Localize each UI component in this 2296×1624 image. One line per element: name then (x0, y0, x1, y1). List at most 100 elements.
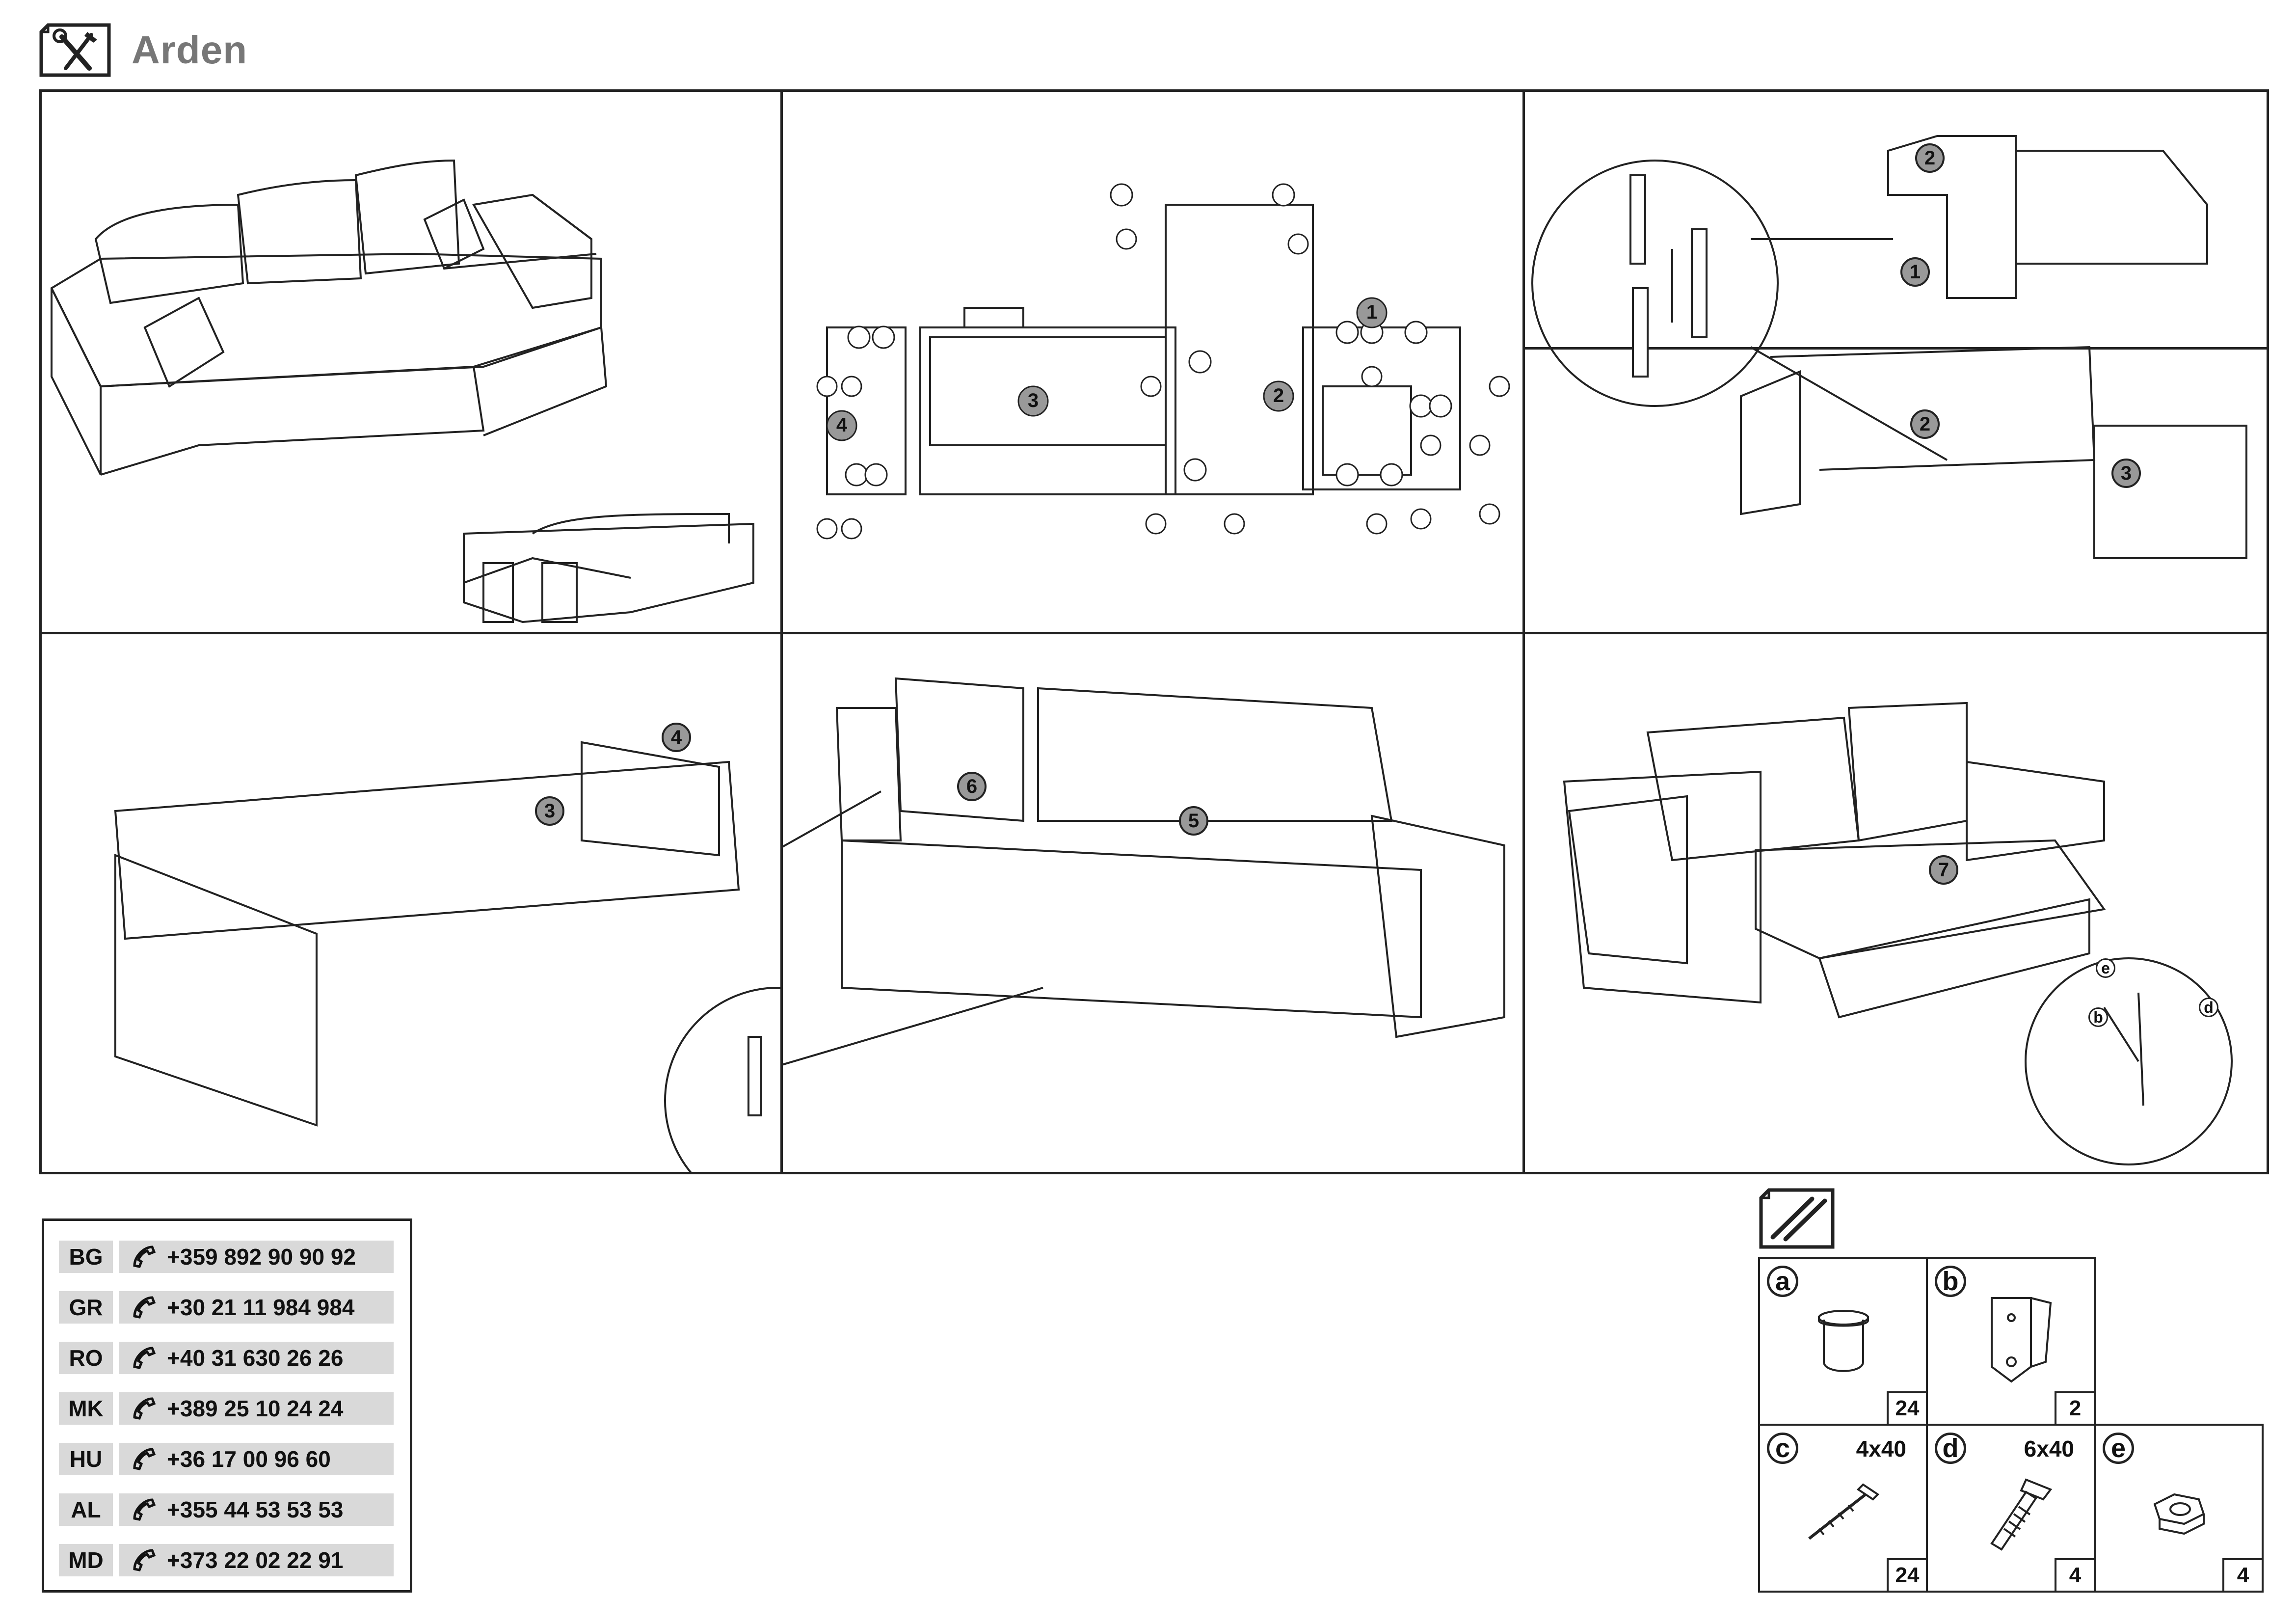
phone-cell: +30 21 11 984 984 (119, 1291, 394, 1324)
part-badge: 3 (2111, 459, 2141, 488)
part-quantity: 24 (1887, 1558, 1928, 1593)
part-badge: 2 (1915, 143, 1945, 173)
phone-number: +359 892 90 90 92 (167, 1244, 356, 1270)
part-badge: 7 (1929, 855, 1958, 885)
bolt-icon (1990, 1478, 2053, 1551)
part-number: 5 (1188, 810, 1200, 832)
step-6-panel (1525, 634, 2267, 1174)
part-label: 2 (1273, 385, 1284, 406)
hardware-callout: e (2096, 958, 2115, 978)
part-number: 6 (966, 775, 978, 797)
part-letter: b (1935, 1266, 1966, 1297)
part-quantity: 24 (1887, 1391, 1928, 1426)
part-c-cell: c 4x40 24 (1758, 1424, 1928, 1593)
contact-row: RO +40 31 630 26 26 (59, 1342, 394, 1374)
hardware-callout: b (2088, 1007, 2108, 1027)
contact-row: MD +373 22 02 22 91 (59, 1544, 394, 1576)
part-number: 7 (1938, 859, 1949, 881)
step-1-panel (42, 92, 780, 632)
phone-cell: +40 31 630 26 26 (119, 1342, 394, 1374)
part-number: 2 (1924, 147, 1936, 169)
phone-cell: +36 17 00 96 60 (119, 1443, 394, 1475)
phone-number: +30 21 11 984 984 (167, 1295, 355, 1320)
phone-number: +355 44 53 53 53 (167, 1497, 344, 1522)
phone-icon (133, 1549, 156, 1571)
country-code: MK (59, 1392, 113, 1425)
part-number: 4 (670, 726, 682, 748)
phone-cell: +359 892 90 90 92 (119, 1241, 394, 1273)
step-3-panel (1525, 92, 2267, 632)
phone-icon (133, 1245, 156, 1268)
part-size: 4x40 (1856, 1436, 1906, 1462)
step-4-panel (42, 634, 780, 1174)
foot-cylinder-icon (1818, 1310, 1869, 1372)
country-code: RO (59, 1342, 113, 1374)
phone-icon (133, 1397, 156, 1420)
part-badge: 4 (662, 723, 691, 752)
document-header: Arden (38, 21, 247, 80)
contact-row: MK +389 25 10 24 24 (59, 1392, 394, 1425)
part-letter: c (1767, 1433, 1798, 1464)
screws-icon (1759, 1188, 1835, 1249)
phone-icon (133, 1448, 156, 1470)
bracket-icon (1991, 1297, 2052, 1383)
contact-table: BG +359 892 90 90 92 GR +30 21 11 984 98… (42, 1218, 412, 1593)
callout-layer: 2 1 2 3 4 3 6 5 7 b d e (39, 89, 2269, 1174)
part-quantity: 4 (2222, 1558, 2264, 1593)
phone-number: +389 25 10 24 24 (167, 1396, 344, 1421)
country-code: GR (59, 1291, 113, 1324)
part-letter: d (1935, 1433, 1966, 1464)
bed-mechanism-diagram (1563, 702, 2233, 1165)
country-code: AL (59, 1493, 113, 1526)
parts-list: a 24 b 2 c 4x40 24 d 6x40 (1758, 1257, 2270, 1593)
part-d-cell: d 6x40 4 (1926, 1424, 2096, 1593)
contact-row: BG +359 892 90 90 92 (59, 1241, 394, 1273)
product-title: Arden (132, 28, 248, 72)
country-code: BG (59, 1241, 113, 1273)
part-letter: a (1767, 1266, 1798, 1297)
part-label: 3 (1027, 390, 1039, 411)
phone-cell: +373 22 02 22 91 (119, 1544, 394, 1576)
part-number: 1 (1909, 261, 1921, 283)
phone-icon (133, 1498, 156, 1521)
phone-number: +373 22 02 22 91 (167, 1547, 344, 1573)
part-label: 4 (836, 414, 848, 436)
hardware-letter: d (2204, 998, 2214, 1016)
country-code: MD (59, 1544, 113, 1576)
phone-cell: +355 44 53 53 53 (119, 1493, 394, 1526)
wood-screw-icon (1808, 1483, 1880, 1540)
part-number: 2 (1919, 413, 1931, 435)
hardware-letter: e (2101, 959, 2110, 977)
frame-assembly-diagram (816, 183, 1510, 540)
part-badge: 6 (957, 772, 987, 801)
part-badge: 3 (535, 796, 564, 826)
instruction-grid: 3 2 1 4 (39, 89, 2269, 1174)
part-b-cell: b 2 (1926, 1257, 2096, 1426)
step-2-panel: 3 2 1 4 (783, 92, 1522, 632)
contact-row: AL +355 44 53 53 53 (59, 1493, 394, 1526)
part-number: 3 (544, 800, 556, 822)
hardware-letter: b (2093, 1008, 2103, 1026)
step-5-panel (783, 634, 1522, 1174)
hardware-callout: d (2199, 998, 2218, 1017)
part-quantity: 4 (2055, 1558, 2096, 1593)
part-size: 6x40 (2024, 1436, 2074, 1462)
part-badge: 1 (1900, 257, 1930, 287)
part-a-cell: a 24 (1758, 1257, 1928, 1426)
backrest-install-diagram (783, 677, 1505, 1066)
tools-icon (39, 23, 111, 77)
part-quantity: 2 (2055, 1391, 2096, 1426)
module-align-diagram (114, 741, 780, 1174)
phone-cell: +389 25 10 24 24 (119, 1392, 394, 1425)
part-number: 3 (2120, 462, 2132, 484)
part-e-cell: e 4 (2094, 1424, 2264, 1593)
phone-number: +40 31 630 26 26 (167, 1345, 344, 1371)
contact-row: HU +36 17 00 96 60 (59, 1443, 394, 1475)
part-label: 1 (1366, 301, 1378, 323)
country-code: HU (59, 1443, 113, 1475)
phone-icon (133, 1296, 156, 1319)
part-badge: 5 (1179, 806, 1208, 836)
module-join-diagram (1531, 135, 2247, 559)
contact-row: GR +30 21 11 984 984 (59, 1291, 394, 1324)
sofa-overview-illustration (50, 159, 754, 623)
